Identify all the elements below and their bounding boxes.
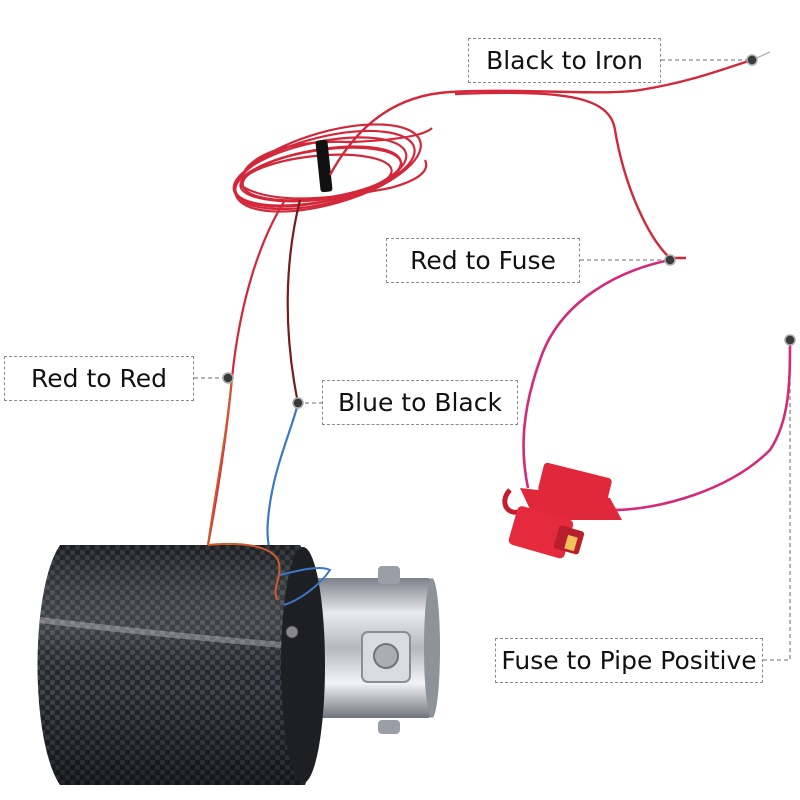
connector-points	[222, 54, 796, 409]
label-blue-to-black: Blue to Black	[322, 380, 518, 425]
wire-fuse-input	[522, 258, 671, 489]
wire-red-to-red	[206, 199, 286, 546]
connector-red-to-fuse	[664, 254, 676, 266]
wire-fuse-output	[611, 339, 792, 512]
wire-wrap-red	[207, 542, 281, 601]
cable-tie	[315, 139, 333, 193]
label-red-to-red: Red to Red	[4, 356, 194, 401]
label-red-to-fuse: Red to Fuse	[386, 238, 580, 283]
ground-screw	[285, 625, 299, 639]
connector-blue-to-black	[292, 397, 304, 409]
callout-line-pipe	[763, 340, 791, 661]
wire-red-to-red-lower	[207, 377, 233, 546]
coiled-wire-bundle	[232, 123, 433, 213]
wire-dark-branch	[286, 199, 302, 404]
wire-black-to-iron	[328, 58, 753, 176]
connector-black-to-iron	[746, 54, 758, 66]
wire-wrap-blue	[279, 566, 332, 606]
carbon-fiber-exhaust-tip	[37, 545, 325, 785]
label-fuse-to-pipe-positive: Fuse to Pipe Positive	[495, 638, 763, 683]
wire-red-to-fuse	[454, 91, 686, 260]
connector-pipe-positive	[784, 334, 796, 346]
chrome-inner-pipe	[300, 566, 440, 734]
label-black-to-iron: Black to Iron	[468, 38, 661, 83]
inline-fuse-holder	[502, 462, 622, 559]
connector-red-to-red	[222, 372, 234, 384]
